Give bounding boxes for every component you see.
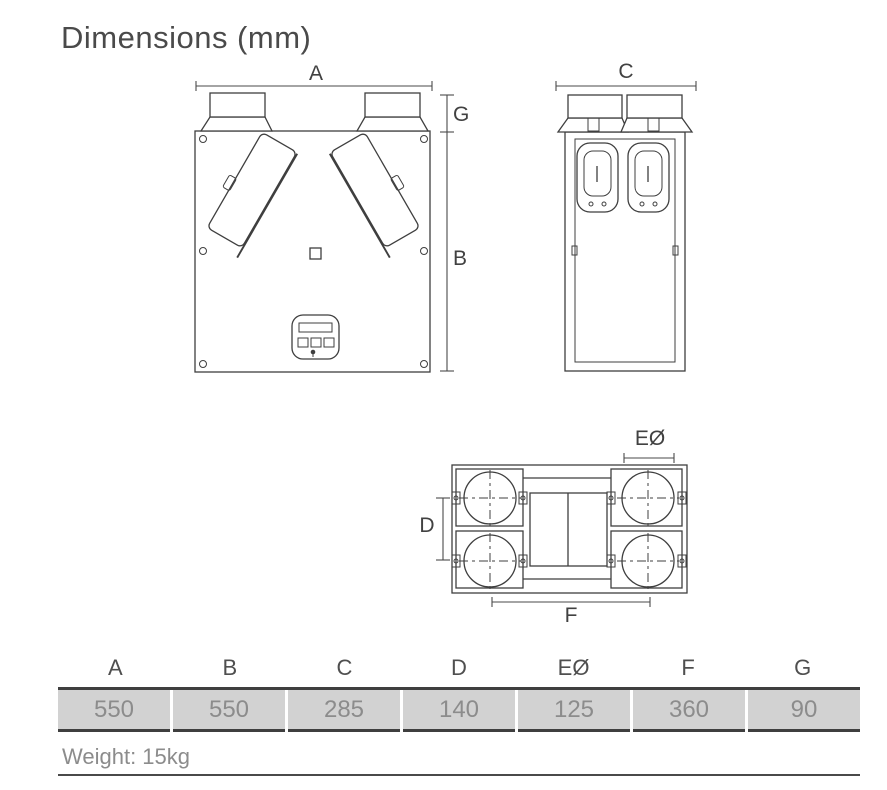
front-dim-gb <box>440 94 454 372</box>
dimension-drawings: A <box>194 60 697 627</box>
control-panel-button <box>310 337 322 348</box>
front-filter-right <box>328 133 419 259</box>
table-header-cell: B <box>222 655 238 680</box>
side-dim-c <box>555 81 697 91</box>
control-panel <box>291 314 340 360</box>
side-spigot-right <box>620 94 694 133</box>
bottom-duct-ports <box>459 470 679 590</box>
side-cover-left <box>576 142 619 213</box>
dim-label-e: EØ <box>635 427 665 450</box>
weight-label: Weight: 15kg <box>62 744 191 769</box>
dimensions-table-header: A B C D EØ F G <box>58 650 860 686</box>
table-value-cell: 90 <box>748 690 860 732</box>
table-header-cell: A <box>107 655 123 680</box>
dim-label-a: A <box>309 62 323 85</box>
bottom-dim-d <box>436 497 450 561</box>
dim-label-c: C <box>618 60 633 83</box>
dim-label-g: G <box>453 103 469 126</box>
table-value-cell: 285 <box>288 690 400 732</box>
table-value-cell: 550 <box>173 690 285 732</box>
side-spigot-left <box>556 94 629 133</box>
front-body <box>194 130 431 373</box>
front-screws <box>199 135 428 368</box>
side-body <box>564 131 686 372</box>
side-clips <box>571 245 679 256</box>
control-panel-display <box>298 322 333 333</box>
control-panel-button <box>297 337 309 348</box>
bottom-divider <box>58 774 860 776</box>
dimensions-table-values: 550 550 285 140 125 360 90 <box>58 690 860 732</box>
table-header-cell: EØ <box>557 655 590 680</box>
front-view: A <box>194 62 469 373</box>
dim-label-f: F <box>565 604 578 627</box>
dim-label-b: B <box>453 247 467 270</box>
table-top-border <box>58 687 860 690</box>
control-panel-led <box>310 349 316 355</box>
bottom-center-box <box>523 477 612 580</box>
front-spigot-left <box>199 92 274 132</box>
bottom-dim-f <box>491 597 651 607</box>
table-value-cell: 360 <box>633 690 745 732</box>
front-dim-a <box>195 81 433 91</box>
control-panel-button <box>323 337 335 348</box>
dim-label-d: D <box>419 514 434 537</box>
front-center-square <box>309 247 322 260</box>
bottom-dim-e <box>623 453 675 463</box>
table-header-cell: D <box>451 655 467 680</box>
page-title: Dimensions (mm) <box>61 20 312 55</box>
table-value-cell: 125 <box>518 690 630 732</box>
side-cover-right <box>627 142 670 213</box>
table-value-cell: 550 <box>58 690 170 732</box>
front-filter-left <box>208 133 299 259</box>
side-view: C <box>555 60 697 372</box>
table-header-cell: F <box>681 655 695 680</box>
table-value-cell: 140 <box>403 690 515 732</box>
table-header-cell: C <box>336 655 353 680</box>
bottom-view: EØ <box>419 427 688 627</box>
table-header-cell: G <box>794 655 812 680</box>
front-spigot-right <box>355 92 430 132</box>
